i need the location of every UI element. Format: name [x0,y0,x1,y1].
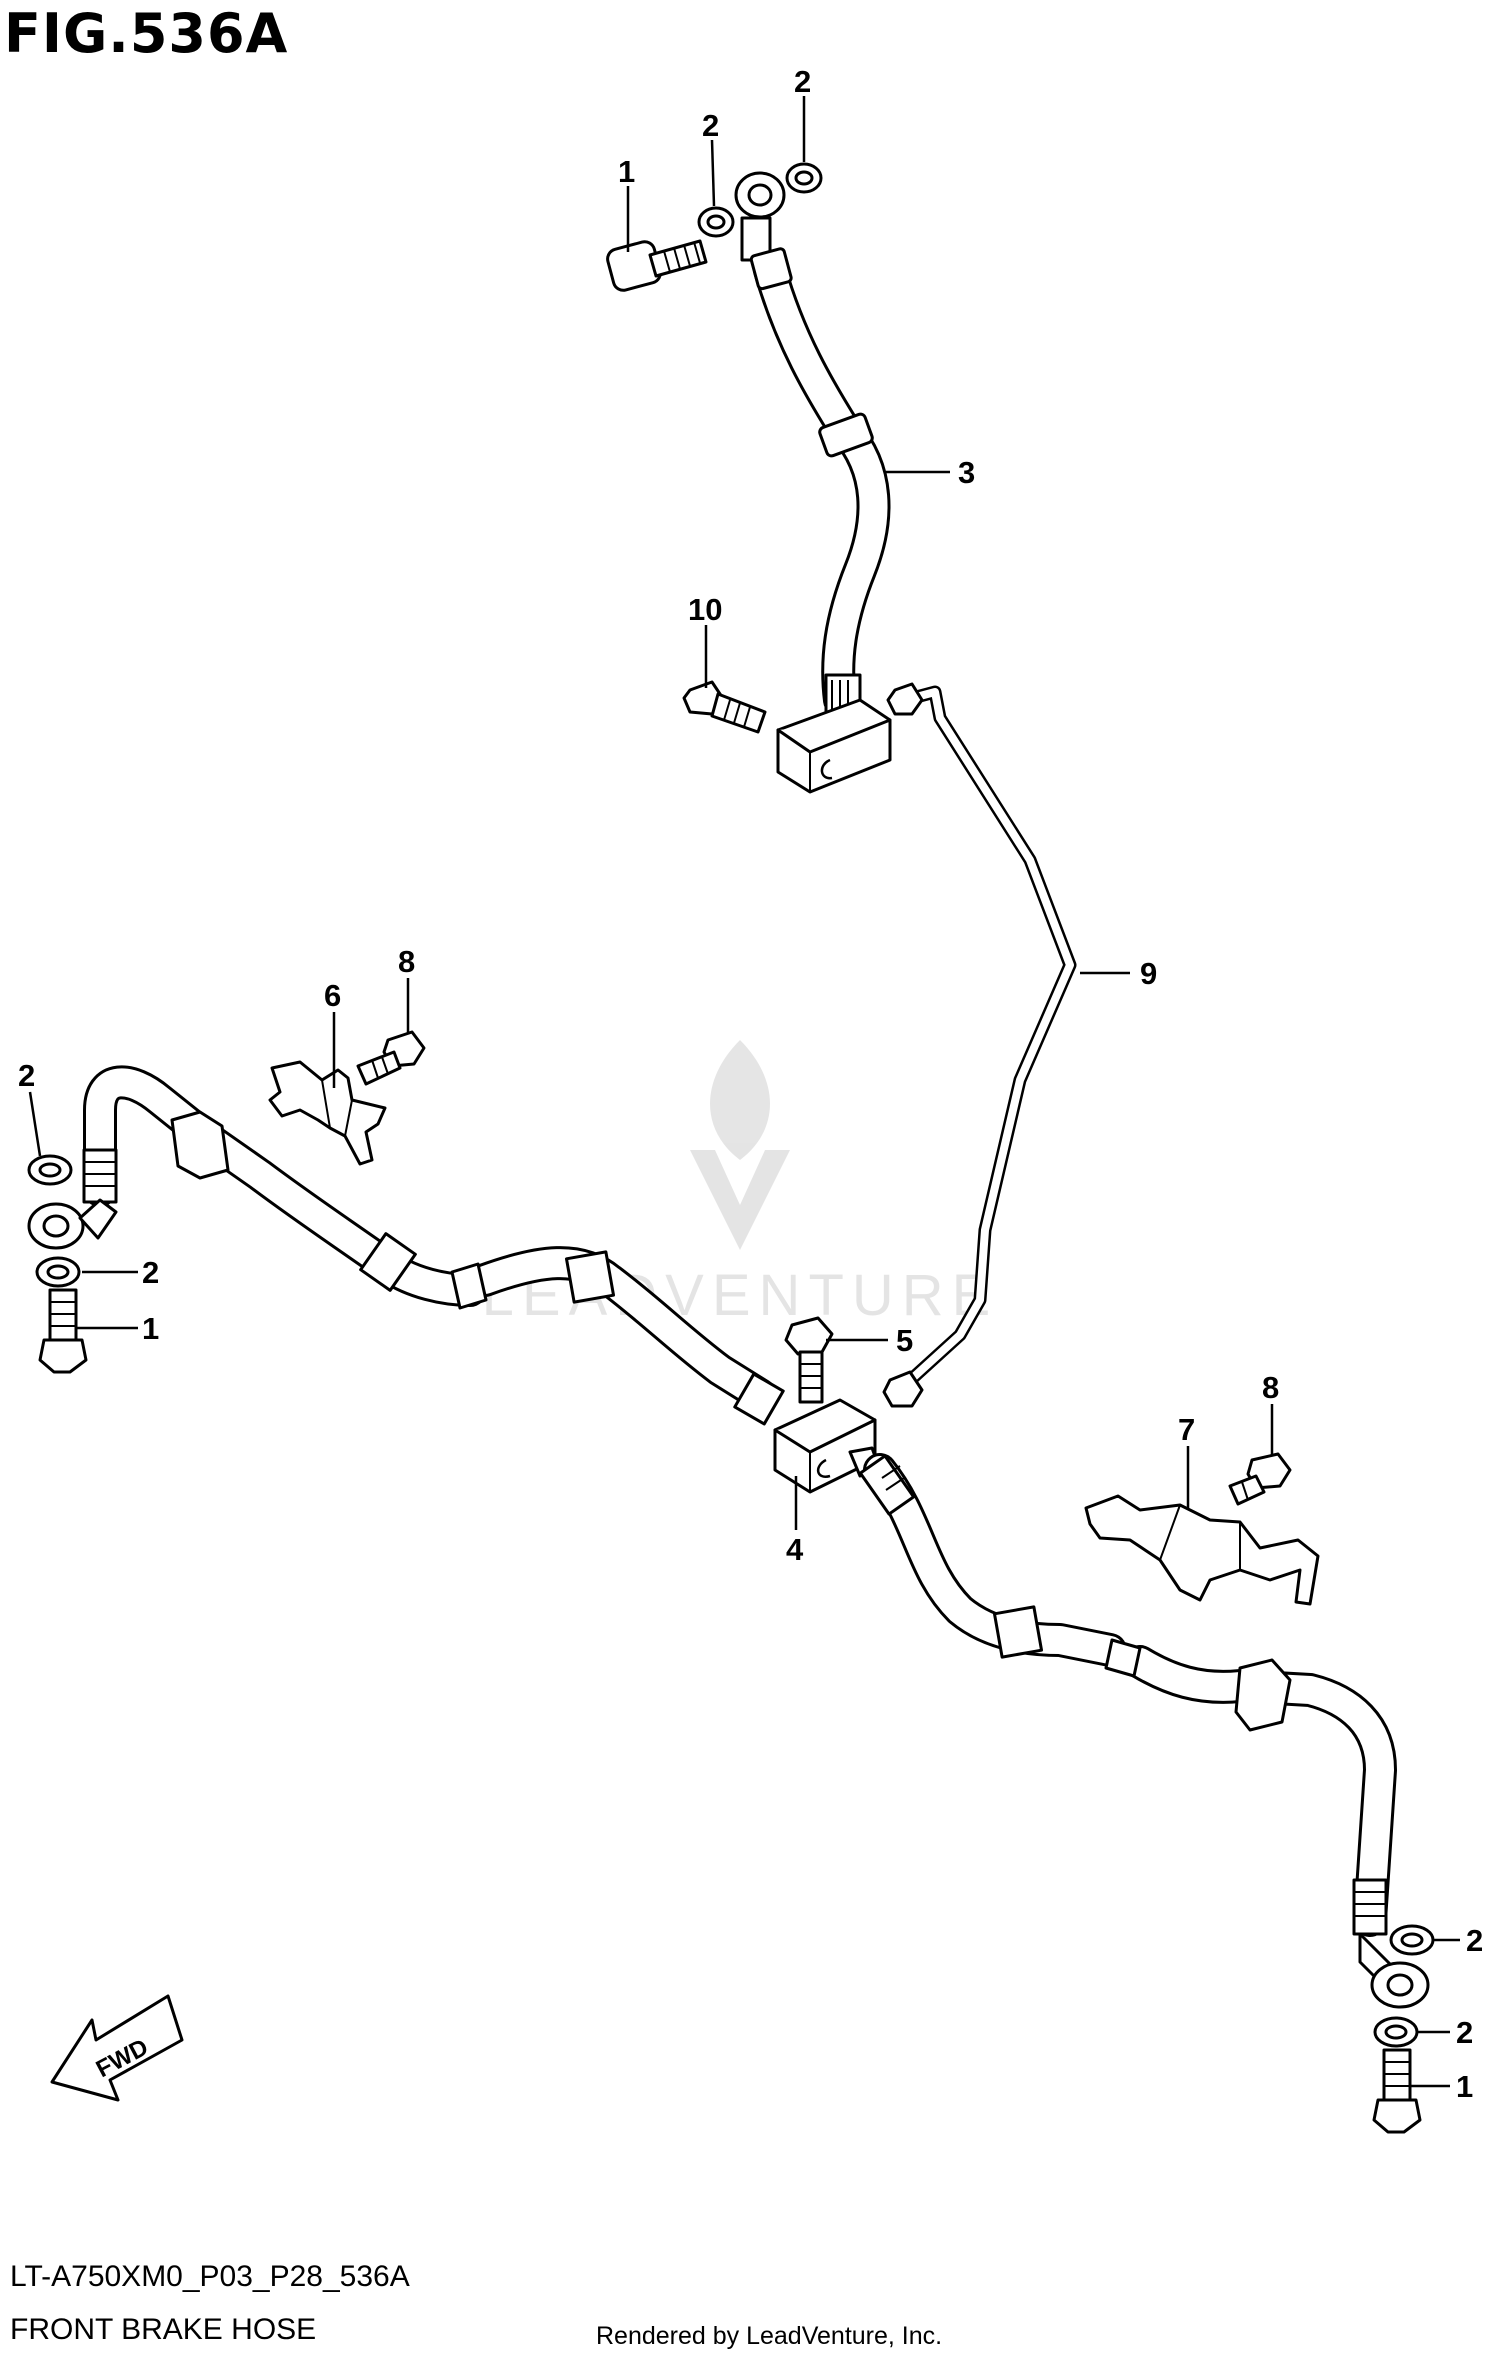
callout-c2-top-b: 2 [794,64,811,99]
callout-c6: 6 [324,978,341,1013]
callout-c2-top-a: 2 [702,108,719,143]
callout-c3: 3 [958,455,975,490]
fwd-direction-arrow: FWD [50,1994,184,2102]
render-credit: Rendered by LeadVenture, Inc. [596,2322,943,2350]
union-bolt-right [1372,2048,1422,2134]
figure-code: LT-A750XM0_P03_P28_536A [10,2260,410,2293]
bolt-5 [784,1316,834,1404]
union-bolt-top [606,239,708,292]
brake-hose-left [27,1065,785,1426]
callout-c7: 7 [1178,1412,1195,1447]
bracket-6 [268,1060,387,1166]
callout-c4: 4 [786,1532,804,1567]
union-bolt-left [38,1288,88,1374]
brake-hose-right [858,1453,1430,2009]
callout-c9: 9 [1140,956,1157,991]
callout-c5: 5 [896,1323,913,1358]
callout-c10: 10 [688,592,722,627]
callout-c8-left: 8 [398,944,415,979]
callout-c2-right-a: 2 [1466,1923,1483,1958]
callout-c1-left: 1 [142,1311,159,1346]
three-way-joint [773,1398,882,1494]
brake-hose-upper [734,171,891,717]
callout-c2-left-a: 2 [18,1058,35,1093]
callout-c8-right: 8 [1262,1370,1279,1405]
hose-joint-top [776,698,892,794]
callout-c2-right-b: 2 [1456,2015,1473,2050]
watermark: LEADVENTURE [482,1040,990,1328]
callout-labels: 1 2 2 3 10 9 6 8 2 2 1 5 4 7 8 2 2 1 [18,64,1483,2104]
bolt-8-left [356,1030,426,1086]
bolt-8-right [1228,1452,1292,1506]
callout-c2-left-b: 2 [142,1255,159,1290]
brake-pipe [882,682,1077,1408]
figure-title: FIG.536A [4,2,289,65]
figure-name: FRONT BRAKE HOSE [10,2313,317,2346]
bolt-10 [682,680,767,734]
leader-lines [28,96,1460,2088]
callout-c1-top: 1 [618,154,635,189]
bracket-7 [1084,1494,1320,1606]
callout-c1-right: 1 [1456,2069,1473,2104]
